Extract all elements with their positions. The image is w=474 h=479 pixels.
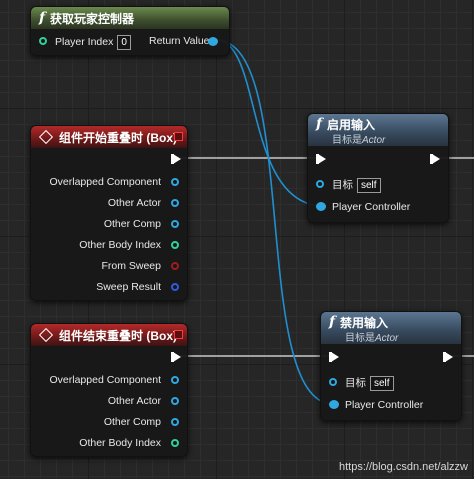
delegate-pin-icon[interactable]	[174, 330, 183, 339]
node-begin-overlap[interactable]: 组件开始重叠时 (Box) Overlapped Component Other…	[30, 125, 188, 301]
player-controller-label: Player Controller	[332, 201, 411, 213]
object-wire-disable[interactable]	[215, 39, 333, 405]
return-value-label: Return Value	[149, 35, 210, 47]
pin-label: Other Actor	[107, 395, 161, 407]
integer-pin[interactable]	[171, 439, 179, 447]
watermark: https://blog.csdn.net/alzzw	[338, 461, 468, 473]
object-pin[interactable]	[171, 178, 179, 186]
target-pin[interactable]	[316, 180, 324, 188]
function-icon: f	[329, 314, 336, 330]
object-pin[interactable]	[171, 397, 179, 405]
node-header[interactable]: f 获取玩家控制器	[31, 7, 229, 29]
node-title: 获取玩家控制器	[50, 11, 135, 26]
exec-pin-icon[interactable]	[171, 352, 181, 362]
boolean-pin[interactable]	[171, 262, 179, 270]
pin-label: Other Body Index	[79, 437, 161, 449]
node-subtitle: 目标是Actor	[332, 135, 386, 146]
node-header[interactable]: f 启用输入 目标是Actor	[308, 114, 448, 146]
target-pin[interactable]	[329, 378, 337, 386]
integer-pin[interactable]	[171, 241, 179, 249]
exec-pin-icon[interactable]	[329, 352, 339, 362]
node-title: 组件开始重叠时 (Box)	[59, 130, 177, 145]
pin-label: Overlapped Component	[49, 374, 162, 386]
exec-pin-icon[interactable]	[171, 154, 181, 164]
player-index-input[interactable]: 0	[117, 35, 131, 50]
pin-label: Sweep Result	[96, 281, 161, 293]
node-header[interactable]: 组件结束重叠时 (Box)	[31, 324, 187, 346]
node-subtitle: 目标是Actor	[345, 333, 399, 344]
player-controller-pin[interactable]	[316, 202, 326, 211]
function-icon: f	[316, 116, 323, 132]
pin-label: Other Actor	[107, 197, 161, 209]
struct-pin[interactable]	[171, 283, 179, 291]
object-pin[interactable]	[171, 418, 179, 426]
pin-label: Other Comp	[103, 218, 161, 230]
pin-label: Overlapped Component	[49, 176, 162, 188]
object-pin[interactable]	[171, 220, 179, 228]
pin-label: Other Comp	[103, 416, 161, 428]
target-self-field[interactable]: self	[357, 178, 381, 193]
exec-pin-icon[interactable]	[443, 352, 453, 362]
exec-pin-icon[interactable]	[430, 154, 440, 164]
target-self-field[interactable]: self	[370, 376, 394, 391]
node-title: 启用输入	[327, 118, 376, 132]
event-diamond-icon	[38, 327, 54, 343]
node-title: 组件结束重叠时 (Box)	[59, 328, 177, 343]
object-pin[interactable]	[171, 376, 179, 384]
pin-label: Other Body Index	[79, 239, 161, 251]
object-pin[interactable]	[171, 199, 179, 207]
return-value-pin[interactable]	[208, 37, 218, 46]
delegate-pin-icon[interactable]	[174, 132, 183, 141]
node-header[interactable]: 组件开始重叠时 (Box)	[31, 126, 187, 148]
node-title: 禁用输入	[340, 316, 389, 330]
pin-label: From Sweep	[101, 260, 161, 272]
player-index-pin[interactable]	[39, 37, 47, 45]
function-icon: f	[39, 10, 46, 26]
player-controller-label: Player Controller	[345, 399, 424, 411]
object-wire-enable[interactable]	[215, 39, 321, 207]
exec-pin-icon[interactable]	[316, 154, 326, 164]
node-end-overlap[interactable]: 组件结束重叠时 (Box) Overlapped Component Other…	[30, 323, 188, 457]
event-diamond-icon	[38, 129, 54, 145]
node-header[interactable]: f 禁用输入 目标是Actor	[321, 312, 461, 344]
player-controller-pin[interactable]	[329, 400, 339, 409]
